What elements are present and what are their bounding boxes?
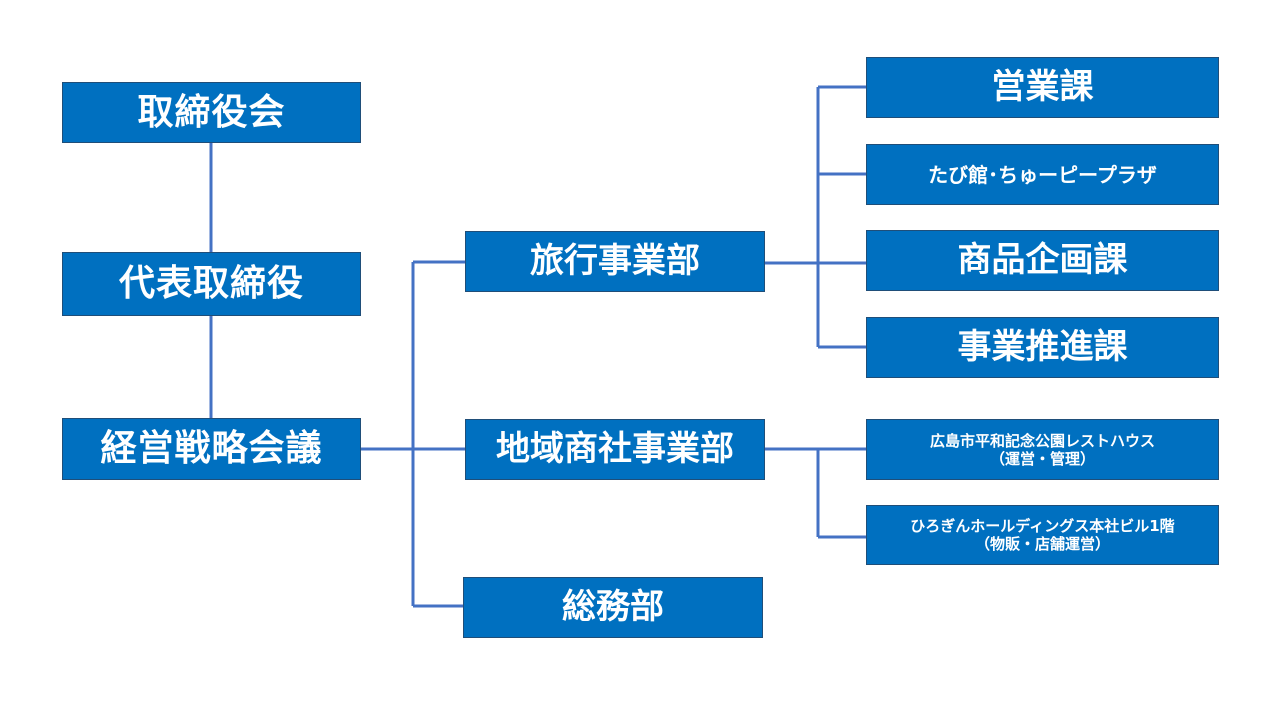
product-planning-section-label: 商品企画課 <box>957 240 1128 281</box>
board-of-directors-label: 取締役会 <box>137 91 286 133</box>
rest-house-section-subtitle: （運営・管理） <box>989 449 1095 468</box>
tabikan-section-box: たび館･ちゅーピープラザ <box>866 144 1219 205</box>
representative-director-label: 代表取締役 <box>118 263 304 305</box>
travel-department-box: 旅行事業部 <box>465 231 765 292</box>
regional-trading-department-label: 地域商社事業部 <box>496 429 734 470</box>
strategy-council-box: 経営戦略会議 <box>62 418 361 480</box>
product-planning-section-box: 商品企画課 <box>866 230 1219 291</box>
tabikan-section-label: たび館･ちゅーピープラザ <box>928 162 1157 187</box>
sales-section-box: 営業課 <box>866 57 1219 118</box>
general-affairs-department-label: 総務部 <box>562 587 664 628</box>
board-of-directors-box: 取締役会 <box>62 82 361 143</box>
general-affairs-department-box: 総務部 <box>463 577 763 638</box>
regional-trading-department-box: 地域商社事業部 <box>465 419 765 480</box>
rest-house-section-title: 広島市平和記念公園レストハウス <box>929 431 1155 450</box>
business-promotion-section-label: 事業推進課 <box>957 327 1128 368</box>
sales-section-label: 営業課 <box>991 67 1094 108</box>
strategy-council-label: 経営戦略会議 <box>100 428 323 470</box>
rest-house-section-box: 広島市平和記念公園レストハウス （運営・管理） <box>866 419 1219 480</box>
hirogin-building-section-title: ひろぎんホールディングス本社ビル1階 <box>910 517 1175 535</box>
business-promotion-section-box: 事業推進課 <box>866 317 1219 378</box>
travel-department-label: 旅行事業部 <box>530 241 700 282</box>
hirogin-building-section-box: ひろぎんホールディングス本社ビル1階 （物販・店舗運営） <box>866 505 1219 565</box>
hirogin-building-section-subtitle: （物販・店舗運営） <box>974 535 1110 553</box>
representative-director-box: 代表取締役 <box>62 252 361 316</box>
